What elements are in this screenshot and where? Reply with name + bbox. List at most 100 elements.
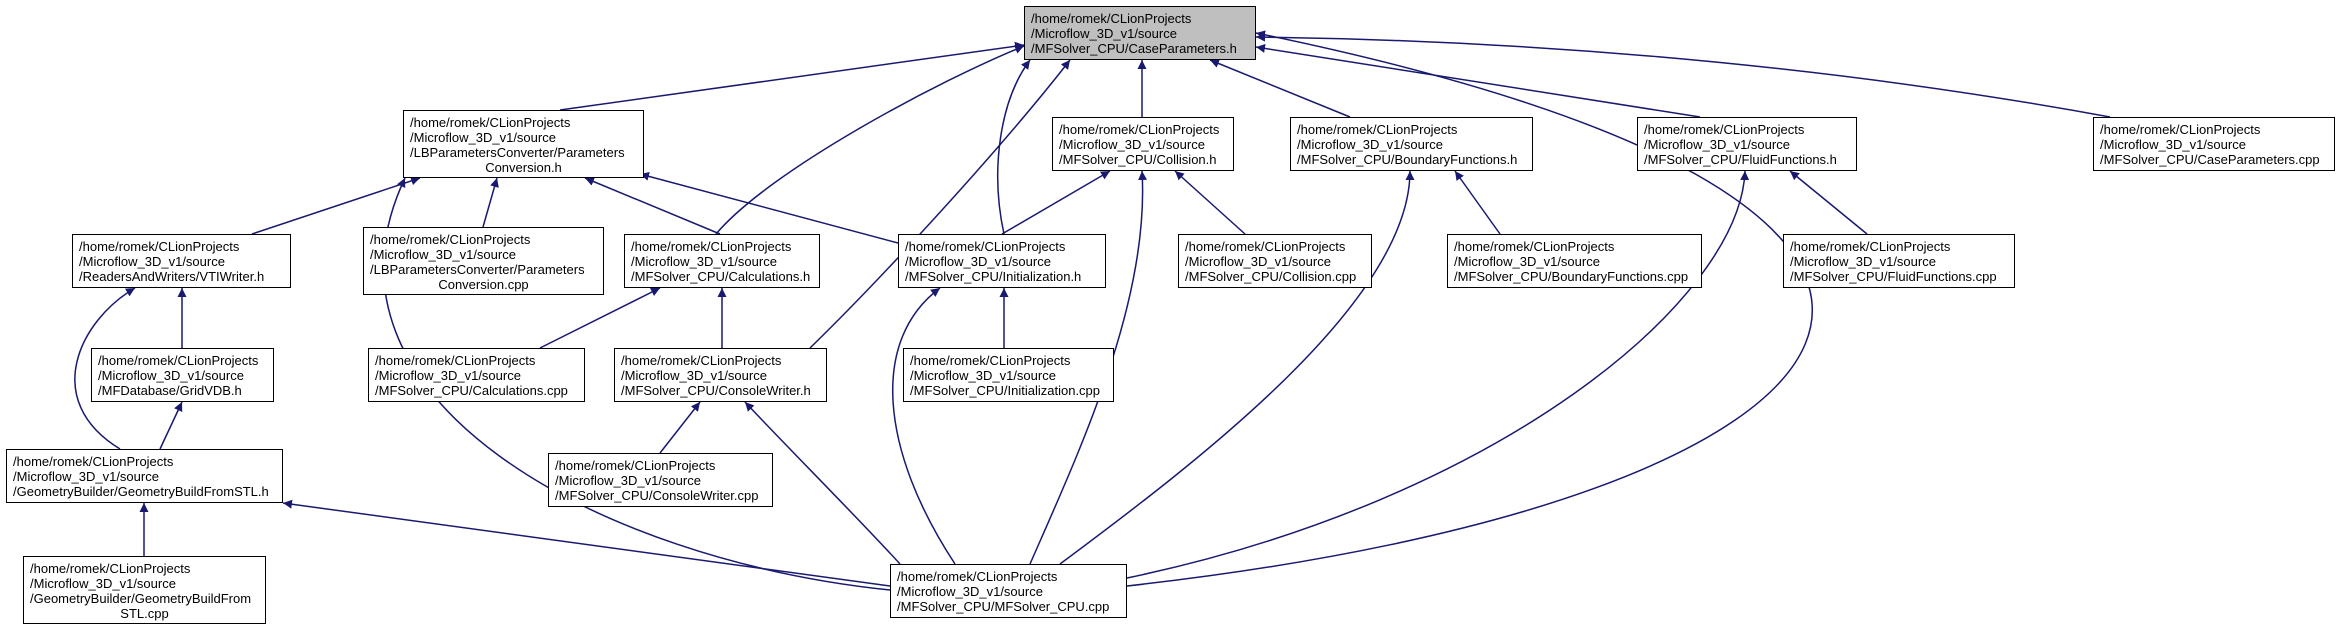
edge-fluid_cpp-to-fluid_h <box>1789 170 1868 235</box>
edge-case_cpp-to-case_h <box>1255 32 2111 118</box>
node-line: /Microflow_3D_v1/source <box>1185 254 1331 269</box>
node-line: /home/romek/CLionProjects <box>1031 11 1192 26</box>
edge-mfsolver_cpp-to-case_h <box>1126 30 1813 587</box>
edge-params_h-to-case_h <box>559 41 1025 111</box>
node-line: /home/romek/CLionProjects <box>910 353 1071 368</box>
node-line: /home/romek/CLionProjects <box>79 239 240 254</box>
node-line: /Microflow_3D_v1/source <box>905 254 1051 269</box>
node-line: /home/romek/CLionProjects <box>30 561 191 576</box>
node-initialization-h[interactable]: /home/romek/CLionProjects /Microflow_3D_… <box>898 234 1106 288</box>
node-line: /MFDatabase/GridVDB.h <box>98 383 242 398</box>
node-collision-h[interactable]: /home/romek/CLionProjects /Microflow_3D_… <box>1052 117 1234 171</box>
node-geometrybuildfromstl-h[interactable]: /home/romek/CLionProjects /Microflow_3D_… <box>6 449 283 503</box>
edge-console_cpp-to-console_h <box>659 401 701 454</box>
node-gridvdb-h[interactable]: /home/romek/CLionProjects /Microflow_3D_… <box>91 348 274 402</box>
node-line: /home/romek/CLionProjects <box>1059 122 1220 137</box>
edge-init_h-to-case_h <box>997 59 1031 235</box>
node-line: /MFSolver_CPU/Initialization.h <box>905 269 1082 284</box>
node-line: /Microflow_3D_v1/source <box>631 254 777 269</box>
node-line: /home/romek/CLionProjects <box>370 232 531 247</box>
node-line: /home/romek/CLionProjects <box>410 115 571 130</box>
node-parametersconversion-h[interactable]: /home/romek/CLionProjects /Microflow_3D_… <box>403 110 644 178</box>
node-line: /Microflow_3D_v1/source <box>910 368 1056 383</box>
node-line: /Microflow_3D_v1/source <box>79 254 225 269</box>
edge-mfsolver_cpp-to-boundary_h <box>1059 170 1415 565</box>
edge-console_h-to-case_h <box>809 59 1071 349</box>
node-line: /Microflow_3D_v1/source <box>1454 254 1600 269</box>
node-line: /Microflow_3D_v1/source <box>1031 26 1177 41</box>
node-fluidfunctions-h[interactable]: /home/romek/CLionProjects /Microflow_3D_… <box>1637 117 1857 171</box>
node-line: /home/romek/CLionProjects <box>905 239 1066 254</box>
node-line: /MFSolver_CPU/CaseParameters.h <box>1031 41 1237 56</box>
node-line: /Microflow_3D_v1/source <box>370 247 516 262</box>
node-line: /GeometryBuilder/GeometryBuildFromSTL.h <box>13 484 269 499</box>
edge-mfsolver_cpp-to-geom_h <box>282 499 891 587</box>
node-boundaryfunctions-h[interactable]: /home/romek/CLionProjects /Microflow_3D_… <box>1290 117 1533 171</box>
node-line: /home/romek/CLionProjects <box>555 458 716 473</box>
node-line: /Microflow_3D_v1/source <box>30 576 176 591</box>
edge-params_cpp-to-params_h <box>482 177 499 228</box>
node-line: /Microflow_3D_v1/source <box>98 368 244 383</box>
node-consolewriter-h[interactable]: /home/romek/CLionProjects /Microflow_3D_… <box>614 348 827 402</box>
node-line: /Microflow_3D_v1/source <box>410 130 556 145</box>
node-line: /home/romek/CLionProjects <box>1644 122 1805 137</box>
node-collision-cpp[interactable]: /home/romek/CLionProjects /Microflow_3D_… <box>1178 234 1372 288</box>
node-line: /Microflow_3D_v1/source <box>897 584 1043 599</box>
node-line: /home/romek/CLionProjects <box>1297 122 1458 137</box>
edge-mfsolver_cpp-to-fluid_h <box>1126 170 1750 579</box>
node-line: /ReadersAndWriters/VTIWriter.h <box>79 269 265 284</box>
node-line: /home/romek/CLionProjects <box>1454 239 1615 254</box>
node-line: /GeometryBuilder/GeometryBuildFrom <box>30 591 252 606</box>
node-line: /Microflow_3D_v1/source <box>1297 137 1443 152</box>
node-caseparameters-cpp[interactable]: /home/romek/CLionProjects /Microflow_3D_… <box>2093 117 2335 171</box>
node-line: Conversion.h <box>485 160 562 175</box>
node-line: /Microflow_3D_v1/source <box>555 473 701 488</box>
node-line: /Microflow_3D_v1/source <box>375 368 521 383</box>
node-line: /MFSolver_CPU/MFSolver_CPU.cpp <box>897 599 1110 614</box>
node-mfsolver-cpu-cpp[interactable]: /home/romek/CLionProjects /Microflow_3D_… <box>890 564 1127 618</box>
edge-mfsolver_cpp-to-console_h <box>744 401 901 565</box>
node-calculations-h[interactable]: /home/romek/CLionProjects /Microflow_3D_… <box>624 234 820 288</box>
edge-collision_cpp-to-collision_h <box>1174 170 1246 235</box>
edge-calc_h-to-params_h <box>584 177 721 235</box>
node-consolewriter-cpp[interactable]: /home/romek/CLionProjects /Microflow_3D_… <box>548 453 773 507</box>
node-line: /home/romek/CLionProjects <box>1790 239 1951 254</box>
node-line: /Microflow_3D_v1/source <box>1644 137 1790 152</box>
edge-mfsolver_cpp-to-init_h <box>892 287 956 565</box>
node-line: /Microflow_3D_v1/source <box>13 469 159 484</box>
node-line: /Microflow_3D_v1/source <box>621 368 767 383</box>
edge-boundary_cpp-to-boundary_h <box>1454 170 1501 235</box>
edge-geom_h-to-gridvdb_h <box>159 401 183 450</box>
node-line: /MFSolver_CPU/Collision.cpp <box>1185 269 1357 284</box>
node-geometrybuildfromstl-cpp[interactable]: /home/romek/CLionProjects /Microflow_3D_… <box>23 556 266 624</box>
node-line: Conversion.cpp <box>438 277 529 292</box>
node-caseparameters-h[interactable]: /home/romek/CLionProjects /Microflow_3D_… <box>1024 6 1256 60</box>
node-line: /home/romek/CLionProjects <box>375 353 536 368</box>
node-line: /MFSolver_CPU/CaseParameters.cpp <box>2100 152 2320 167</box>
node-parametersconversion-cpp[interactable]: /home/romek/CLionProjects /Microflow_3D_… <box>363 227 604 295</box>
node-boundaryfunctions-cpp[interactable]: /home/romek/CLionProjects /Microflow_3D_… <box>1447 234 1702 288</box>
node-calculations-cpp[interactable]: /home/romek/CLionProjects /Microflow_3D_… <box>368 348 585 402</box>
node-initialization-cpp[interactable]: /home/romek/CLionProjects /Microflow_3D_… <box>903 348 1114 402</box>
node-line: /home/romek/CLionProjects <box>1185 239 1346 254</box>
node-line: /Microflow_3D_v1/source <box>1790 254 1936 269</box>
node-line: /MFSolver_CPU/ConsoleWriter.h <box>621 383 811 398</box>
node-line: STL.cpp <box>120 606 169 621</box>
node-vtiwriter-h[interactable]: /home/romek/CLionProjects /Microflow_3D_… <box>72 234 291 288</box>
node-line: /Microflow_3D_v1/source <box>1059 137 1205 152</box>
node-line: /MFSolver_CPU/FluidFunctions.h <box>1644 152 1837 167</box>
node-line: /MFSolver_CPU/ConsoleWriter.cpp <box>555 488 759 503</box>
node-line: /MFSolver_CPU/Initialization.cpp <box>910 383 1101 398</box>
node-line: /home/romek/CLionProjects <box>621 353 782 368</box>
node-line: /home/romek/CLionProjects <box>98 353 259 368</box>
edge-boundary_h-to-case_h <box>1209 59 1351 118</box>
node-fluidfunctions-cpp[interactable]: /home/romek/CLionProjects /Microflow_3D_… <box>1783 234 2015 288</box>
edge-init_h-to-collision_h <box>1001 170 1111 235</box>
node-line: /LBParametersConverter/Parameters <box>370 262 585 277</box>
node-line: /home/romek/CLionProjects <box>631 239 792 254</box>
node-line: /Microflow_3D_v1/source <box>2100 137 2246 152</box>
edge-fluid_h-to-case_h <box>1255 43 1701 118</box>
edge-geom_h-to-vti_h <box>74 287 136 450</box>
